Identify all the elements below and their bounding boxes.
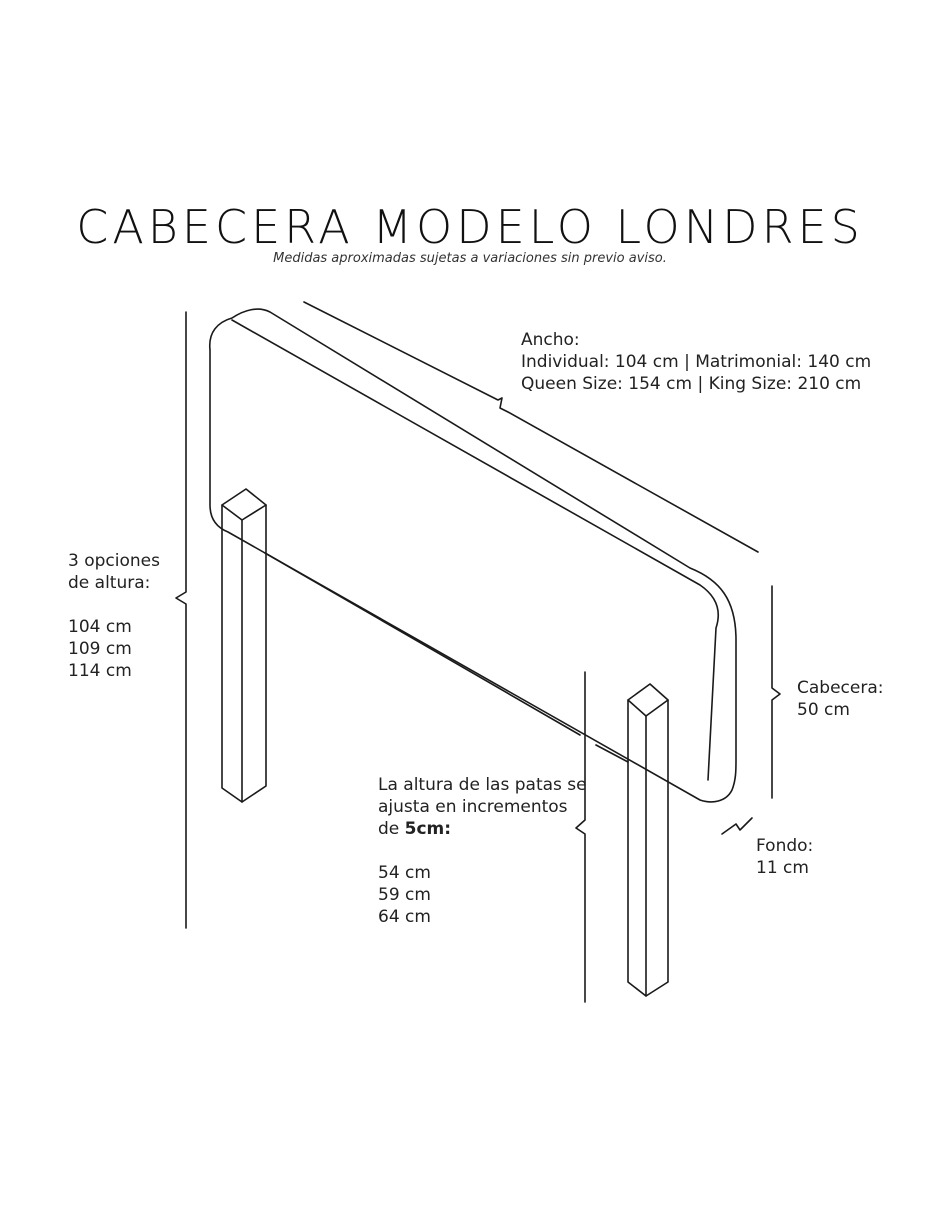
- headboard-value: 50 cm: [797, 700, 850, 720]
- headboard-bottom-edge-right: [595, 744, 629, 763]
- leg-height-value: 59 cm: [378, 885, 431, 905]
- width-dimension-line: [303, 301, 759, 553]
- legs-line-2: ajusta en incrementos: [378, 797, 568, 817]
- right-leg: [627, 683, 669, 997]
- leg-height-value: 54 cm: [378, 863, 431, 883]
- depth-dimension-line: [721, 817, 753, 835]
- leg-height-value: 64 cm: [378, 907, 431, 927]
- legs-spec: La altura de las patas se ajusta en incr…: [378, 774, 587, 928]
- legs-line-3-prefix: de: [378, 819, 405, 839]
- legs-increment: 5cm:: [404, 819, 452, 839]
- height-option-value: 109 cm: [68, 639, 132, 659]
- legs-line-3: de 5cm:: [378, 818, 587, 840]
- depth-spec: Fondo: 11 cm: [756, 835, 813, 879]
- total-height-dimension-line: [175, 311, 187, 929]
- width-spec: Ancho: Individual: 104 cm | Matrimonial:…: [521, 329, 871, 395]
- page-subtitle: Medidas aproximadas sujetas a variacione…: [273, 251, 667, 266]
- leg-height-dimension-line: [575, 671, 586, 1003]
- height-option-value: 104 cm: [68, 617, 132, 637]
- headboard-height-dimension-line: [771, 585, 781, 799]
- legs-line-1: La altura de las patas se: [378, 775, 587, 795]
- width-line-2: Queen Size: 154 cm | King Size: 210 cm: [521, 374, 862, 394]
- width-label: Ancho:: [521, 330, 580, 350]
- height-options-spec: 3 opciones de altura: 104 cm 109 cm 114 …: [68, 550, 160, 682]
- headboard-top-edge: [231, 319, 720, 781]
- height-options-line-2: de altura:: [68, 573, 151, 593]
- depth-value: 11 cm: [756, 858, 809, 878]
- headboard-bottom-edge: [264, 552, 581, 736]
- page-title: CABECERA MODELO LONDRES: [76, 200, 864, 254]
- headboard-panel-outline: [208, 308, 737, 803]
- headboard-spec: Cabecera: 50 cm: [797, 677, 883, 721]
- left-leg: [221, 488, 267, 803]
- headboard-label: Cabecera:: [797, 678, 884, 698]
- height-options-line-1: 3 opciones: [68, 551, 160, 571]
- width-line-1: Individual: 104 cm | Matrimonial: 140 cm: [521, 352, 872, 372]
- depth-label: Fondo:: [756, 836, 814, 856]
- height-option-value: 114 cm: [68, 661, 132, 681]
